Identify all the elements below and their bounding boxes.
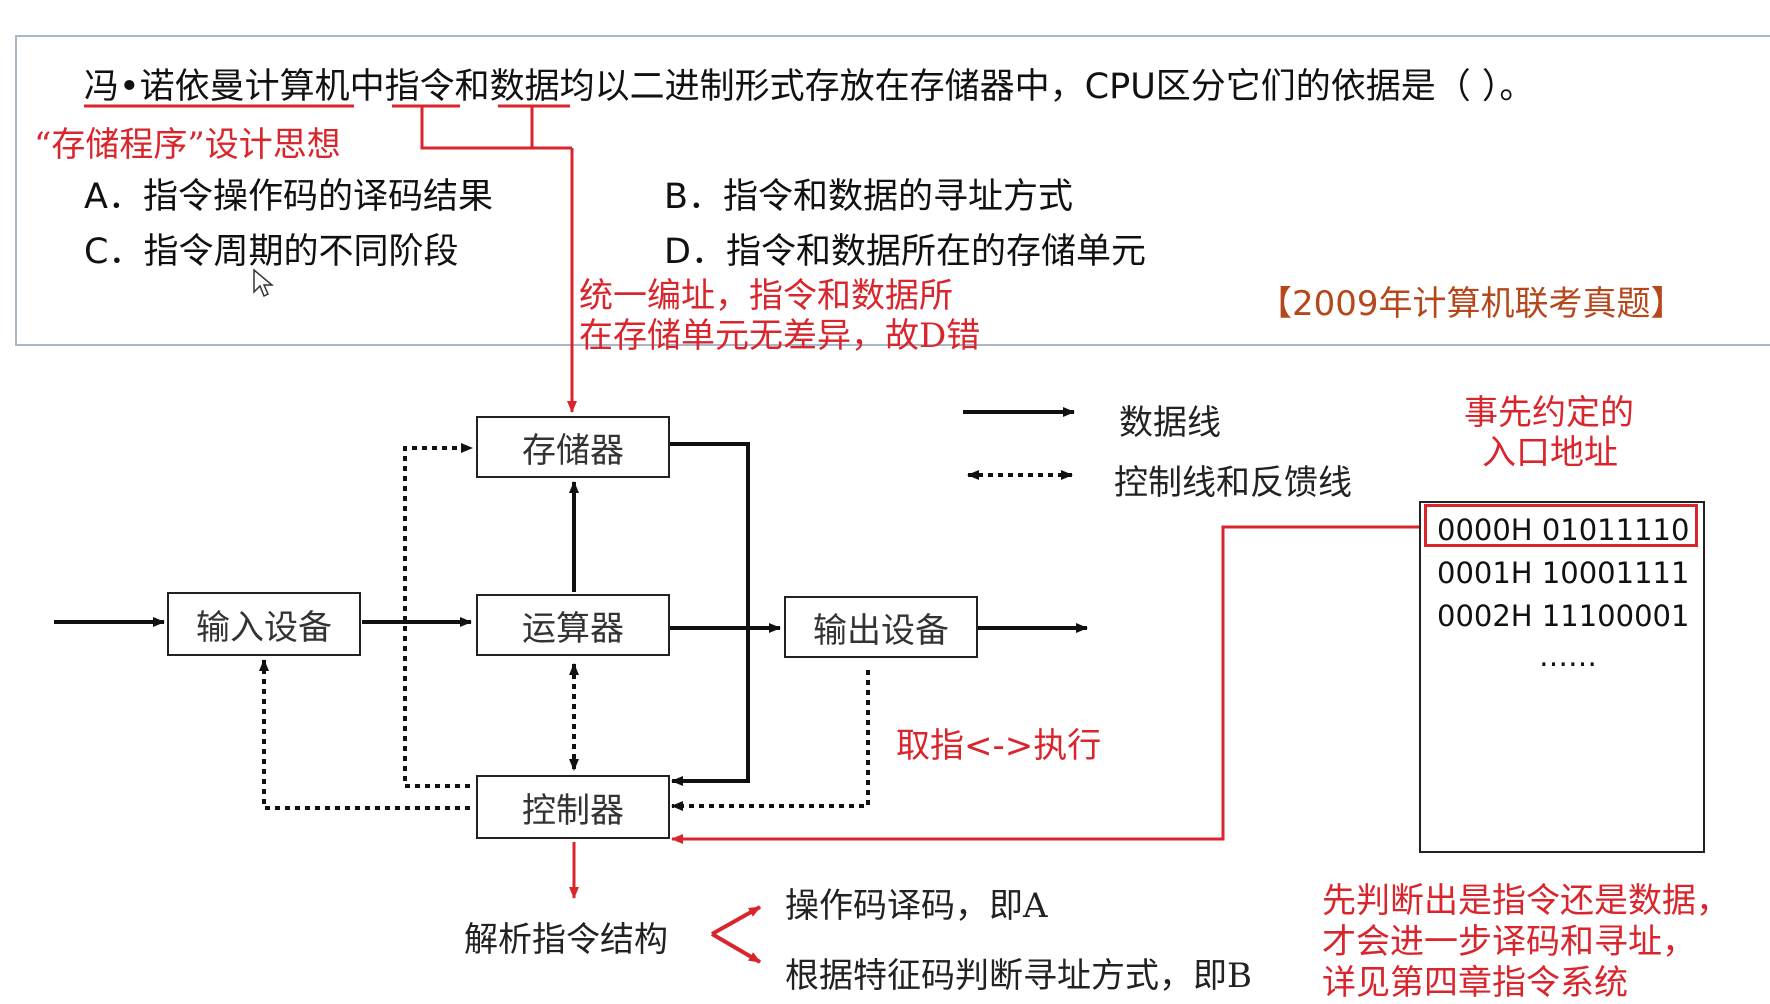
stored-program-note: “存储程序”设计思想 xyxy=(34,125,341,165)
entry-address-highlight xyxy=(1424,504,1698,547)
memory-row: 0002H 11100001 xyxy=(1437,599,1690,633)
parse-label: 解析指令结构 xyxy=(464,920,668,960)
decode-label: 操作码译码，即A xyxy=(785,886,1048,926)
question-underlines xyxy=(84,104,577,413)
option-b: B．指令和数据的寻址方式 xyxy=(664,177,1074,217)
alu-box: 运算器 xyxy=(476,594,670,656)
memory-row: 0000H 01011110 xyxy=(1437,513,1690,547)
conclusion-line-1: 先判断出是指令还是数据， xyxy=(1322,881,1730,921)
data-lines xyxy=(54,442,1088,786)
addressing-label: 根据特征码判断寻址方式，即B xyxy=(785,956,1252,996)
option-d: D．指令和数据所在的存储单元 xyxy=(664,232,1146,272)
legend-data-line-label: 数据线 xyxy=(1119,403,1221,443)
control-lines xyxy=(259,443,870,811)
mouse-pointer-icon xyxy=(253,268,274,298)
entry-label-1: 事先约定的 xyxy=(1464,393,1634,433)
memory-row: 0001H 10001111 xyxy=(1437,556,1690,590)
question-box xyxy=(15,35,1770,346)
output-device-box: 输出设备 xyxy=(784,596,978,658)
memory-ellipsis: …… xyxy=(1539,639,1597,673)
option-c: C．指令周期的不同阶段 xyxy=(84,232,459,272)
controller-box: 控制器 xyxy=(476,775,670,839)
option-a: A．指令操作码的译码结果 xyxy=(84,177,493,217)
legend-control-line-label: 控制线和反馈线 xyxy=(1114,463,1352,503)
parse-branch xyxy=(710,905,762,964)
unified-address-note-2: 在存储单元无差异，故D错 xyxy=(579,316,981,356)
entry-address-line xyxy=(671,525,1424,844)
entry-label-2: 入口地址 xyxy=(1482,433,1618,473)
memory-table: 0000H 01011110 0001H 10001111 0002H 1110… xyxy=(1419,501,1705,853)
conclusion-line-3: 详见第四章指令系统 xyxy=(1322,963,1628,1003)
exam-source: 【2009年计算机联考真题】 xyxy=(1258,284,1685,324)
fetch-execute-label: 取指<->执行 xyxy=(896,726,1102,766)
conclusion-line-2: 才会进一步译码和寻址， xyxy=(1322,922,1696,962)
memory-box: 存储器 xyxy=(476,416,670,478)
unified-address-note-1: 统一编址，指令和数据所 xyxy=(579,276,953,316)
input-device-box: 输入设备 xyxy=(167,592,361,656)
question-text: 冯•诺依曼计算机中指令和数据均以二进制形式存放在存储器中，CPU区分它们的依据是… xyxy=(84,67,1535,107)
